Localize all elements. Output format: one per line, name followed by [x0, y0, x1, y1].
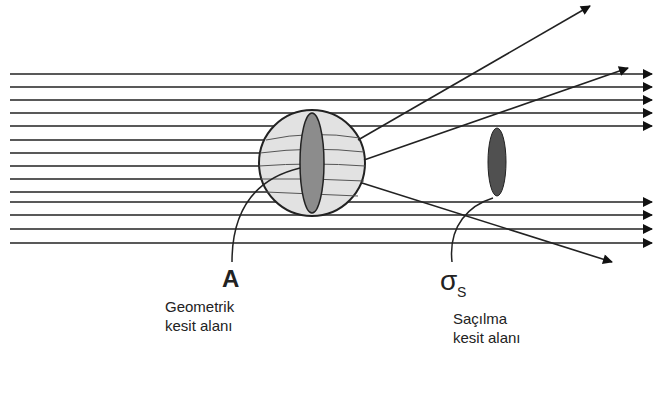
incident-rays — [10, 74, 652, 243]
scattering-cross-section — [488, 128, 506, 196]
geometric-symbol: A — [222, 264, 239, 294]
particle-sphere — [259, 110, 365, 216]
scattered-rays — [358, 6, 628, 262]
geometric-caption: Geometrik kesit alanı — [165, 298, 251, 336]
scattering-symbol: σ — [440, 263, 457, 298]
leader-lines — [232, 168, 493, 262]
scattering-caption: Saçılma kesit alanı — [453, 310, 539, 348]
symbol-subscript: S — [457, 284, 466, 302]
